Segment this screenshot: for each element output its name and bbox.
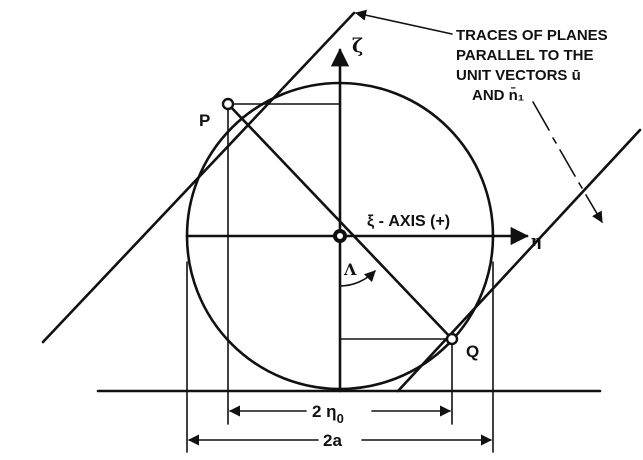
note-line-4: AND n̄₁	[472, 86, 524, 104]
dimension-inner-main: 2 η	[312, 402, 337, 421]
note-leader-upper	[354, 9, 453, 35]
center-point-ring	[337, 233, 343, 239]
zeta-axis-label: ζ	[352, 35, 363, 57]
note-line-2: PARALLEL TO THE	[456, 47, 594, 64]
angle-label: Λ	[343, 260, 357, 279]
point-q-marker	[445, 332, 459, 346]
point-p-marker	[221, 97, 235, 111]
note-leader-lower	[532, 101, 602, 222]
plane-trace-upper	[41, 11, 356, 344]
diameter-pq	[226, 102, 454, 341]
dimension-inner-subscript: 0	[337, 411, 344, 426]
eta-axis-label: η	[531, 232, 542, 250]
dimension-outer-label: 2a	[323, 431, 342, 450]
point-p-label: P	[199, 111, 210, 130]
angle-arc	[339, 270, 376, 287]
xi-axis-label: ξ - AXIS (+)	[367, 213, 450, 230]
point-q-label: Q	[466, 342, 479, 361]
note-line-3: UNIT VECTORS ū	[456, 67, 581, 84]
plane-trace-lower	[396, 128, 642, 393]
note-line-1: TRACES OF PLANES	[456, 27, 608, 44]
dimension-inner-label: 2 η0	[312, 402, 344, 426]
